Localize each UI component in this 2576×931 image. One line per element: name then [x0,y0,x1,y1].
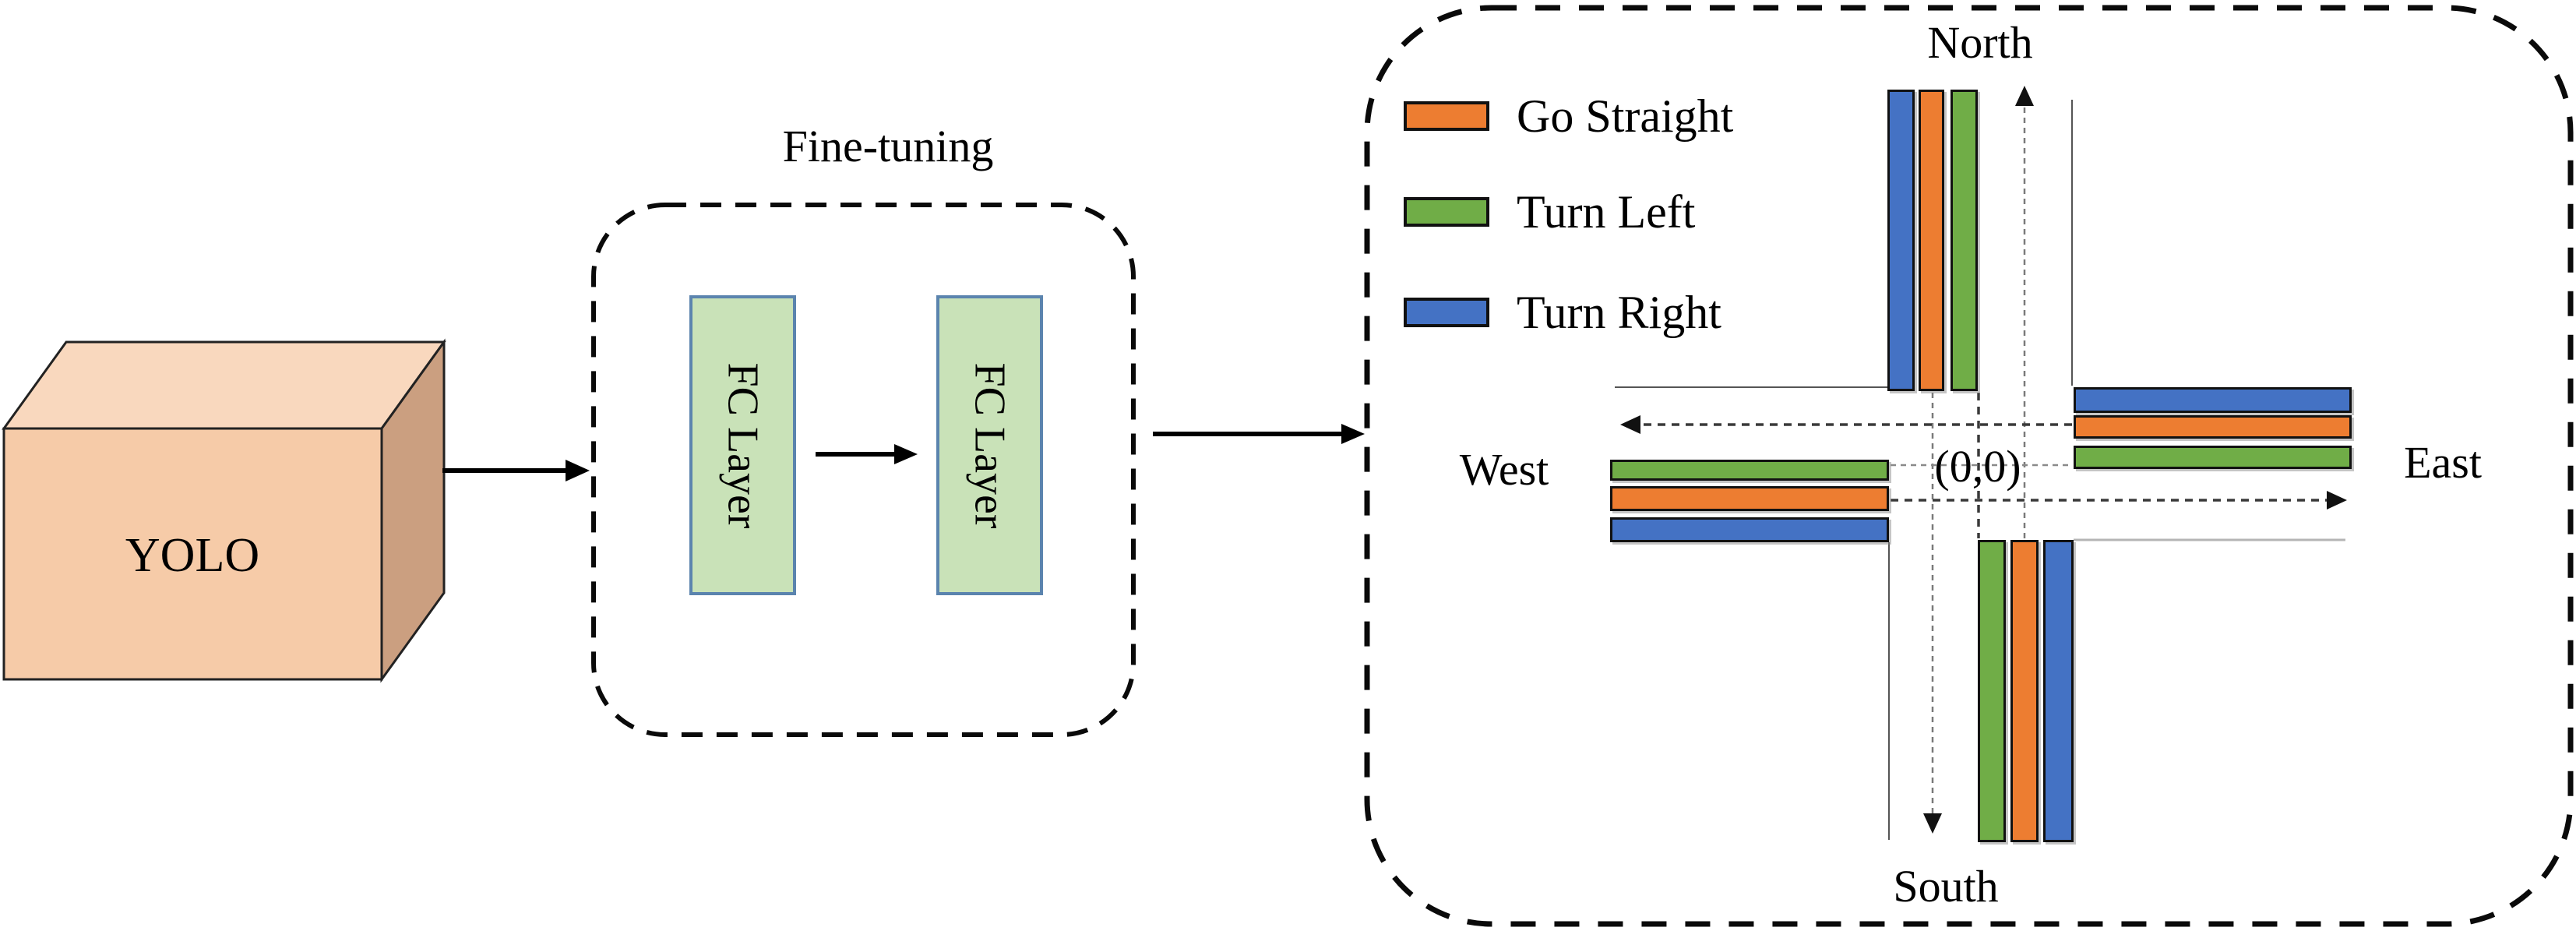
north-left-lane-bar [1951,90,1978,391]
northbound-arrowhead [2015,86,2034,106]
intersection-dashed-box [1364,5,2574,927]
north-straight-lane-bar [1919,90,1944,391]
westbound-arrowhead [1620,415,1640,434]
south-straight-lane-bar [2010,540,2039,842]
arrow-fc1-to-fc2 [816,444,918,464]
yolo-label: YOLO [125,529,260,582]
road-edge-lines [1615,100,2345,840]
turn-right-label: Turn Right [1517,287,1721,338]
north-label: North [1927,17,2033,68]
yolo-3d-box [2,338,446,683]
fine-tuning-label: Fine-tuning [782,121,994,171]
origin-coordinate-label: (0,0) [1934,441,2021,492]
go-straight-label: Go Straight [1517,90,1734,142]
arrow-yolo-to-finetuning [442,460,590,481]
arrow-finetuning-to-intersection [1153,424,1365,444]
turn-left-label: Turn Left [1517,186,1696,238]
east-label: East [2404,437,2482,488]
north-right-lane-bar [1887,90,1915,391]
west-right-lane-bar [1610,517,1889,542]
west-label: West [1459,444,1549,495]
west-left-lane-bar [1610,460,1889,481]
fc-layer-1-box: FC Layer [689,295,796,595]
yolo-box-top-face [2,340,446,430]
fc-layer-2-label: FC Layer [965,361,1014,529]
south-left-lane-bar [1978,540,2006,842]
southbound-arrowhead [1923,813,1942,834]
south-right-lane-bar [2043,540,2074,842]
fine-tuning-dashed-box [591,203,1136,737]
turn-left-swatch [1404,197,1489,227]
west-straight-lane-bar [1610,486,1889,511]
fc-layer-2-box: FC Layer [936,295,1043,595]
go-straight-swatch [1404,101,1489,131]
trajectory-guides [1620,86,2347,834]
east-right-lane-bar [2074,387,2352,413]
yolo-box-front-face [2,427,383,681]
eastbound-arrowhead [2327,491,2347,510]
east-straight-lane-bar [2074,415,2352,439]
east-left-lane-bar [2074,446,2352,469]
south-label: South [1893,861,1999,912]
fc-layer-1-label: FC Layer [718,361,767,529]
turn-right-swatch [1404,298,1489,327]
